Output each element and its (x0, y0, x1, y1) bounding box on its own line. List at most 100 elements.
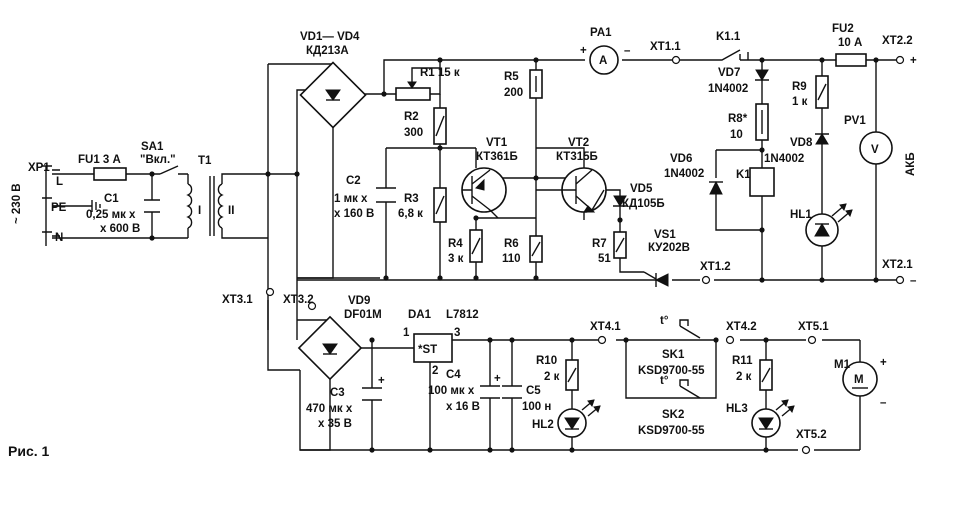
vd7-type: 1N4002 (708, 83, 748, 95)
r9-label: R9 (792, 81, 807, 93)
da1-pin2: 2 (432, 365, 438, 377)
thyristor-vs1-icon (643, 271, 669, 287)
led-hl1-icon (805, 203, 853, 247)
r3-label: R3 (404, 193, 419, 205)
c2-label: C2 (346, 175, 361, 187)
c1-value-1: 0,25 мк х (86, 209, 136, 221)
xt52-label: XT5.2 (796, 429, 827, 441)
c5-value: 100 н (522, 401, 551, 413)
ground-icon (91, 200, 101, 212)
r1-wiper-arrow (407, 81, 417, 89)
c1-label: C1 (104, 193, 119, 205)
switch-sa1-icon (159, 165, 179, 175)
vd7-label: VD7 (718, 67, 740, 79)
t1-secondary-label: II (228, 205, 234, 217)
transistor-vt1-icon (461, 167, 507, 219)
da1-type: L7812 (446, 309, 479, 321)
r4-label: R4 (448, 238, 463, 250)
k11-label: K1.1 (716, 31, 741, 43)
c1-value-2: х 600 В (100, 223, 140, 235)
da1-core: *ST (418, 344, 437, 356)
r9-hatch (817, 83, 827, 101)
transistor-vt2-icon (536, 167, 607, 213)
xt12-label: XT1.2 (700, 261, 731, 273)
diode-bridge-vd9-icon (297, 315, 363, 381)
capacitor-c5-icon (502, 385, 522, 399)
m1-label: M1 (834, 359, 851, 371)
output-minus: – (910, 275, 917, 287)
vt2-label: VT2 (568, 137, 589, 149)
r4-hatch (471, 237, 481, 255)
c3-value-2: х 35 В (318, 418, 352, 430)
vs1-label: VS1 (654, 229, 676, 241)
r11-label: R11 (732, 355, 753, 367)
mains-voltage-label: ~ 230 В (11, 183, 23, 224)
r2-label: R2 (404, 111, 419, 123)
da1-pin1: 1 (403, 327, 410, 339)
vd9-type: DF01M (344, 309, 382, 321)
diode-vd7-icon (755, 69, 769, 84)
xt11-label: XT1.1 (650, 41, 681, 53)
vd8-type: 1N4002 (764, 153, 804, 165)
r7-label: R7 (592, 238, 607, 250)
diode-vd8-icon (815, 128, 829, 145)
diode-vd5-icon (613, 195, 627, 214)
vd9-label: VD9 (348, 295, 370, 307)
r3-value: 6,8 к (398, 208, 423, 220)
c4-label: C4 (446, 369, 461, 381)
transformer-t1-icon (186, 173, 234, 239)
terminals (265, 55, 905, 455)
motor-m1-icon (842, 361, 878, 397)
sk1-type: KSD9700-55 (638, 365, 705, 377)
ammeter-pa1-icon (589, 45, 619, 75)
battery-label: АКБ (905, 152, 917, 176)
r7-hatch (615, 237, 625, 253)
pv1-symbol: V (871, 144, 879, 156)
t1-primary-label: I (198, 205, 201, 217)
sk2-label: SK2 (662, 409, 684, 421)
capacitor-c1-icon (144, 199, 160, 213)
r9-value: 1 к (792, 96, 808, 108)
r5-value: 200 (504, 87, 523, 99)
capacitor-c2-icon (376, 187, 396, 203)
relay-coil-k1-icon (749, 167, 775, 197)
c4-plus: + (494, 373, 501, 385)
r8-value: 10 (730, 129, 743, 141)
c3-plus: + (378, 375, 385, 387)
r7-value: 51 (598, 253, 611, 265)
r10-label: R10 (536, 355, 557, 367)
r6-label: R6 (504, 238, 519, 250)
vt1-type: КТ361Б (476, 151, 518, 163)
xp1-label: XP1 (28, 162, 50, 174)
thermal-switch-sk1-icon (679, 319, 701, 339)
xt31-label: XT3.1 (222, 294, 253, 306)
m1-plus: + (880, 357, 887, 369)
relay-contact-k11-icon (680, 49, 741, 61)
xt21-label: XT2.1 (882, 259, 913, 271)
capacitor-c3-icon (362, 387, 382, 401)
r2-value: 300 (404, 127, 423, 139)
hl1-label: HL1 (790, 209, 812, 221)
r11-hatch (761, 367, 771, 383)
m1-symbol: M (854, 374, 864, 386)
r6-value: 110 (502, 253, 521, 265)
diode-vd6-icon (709, 180, 723, 195)
fuse-fu2-icon (835, 53, 867, 67)
xt32-label: XT3.2 (283, 294, 314, 306)
r2-hatch (435, 115, 445, 137)
t1-label: T1 (198, 155, 212, 167)
c3-value-1: 470 мк х (306, 403, 353, 415)
xp1-plug (42, 165, 60, 246)
da1-pin3: 3 (454, 327, 460, 339)
da1-label: DA1 (408, 309, 432, 321)
vd5-type: КД105Б (622, 198, 665, 210)
led-hl2-icon (557, 399, 601, 438)
c4-value-1: 100 мк х (428, 385, 475, 397)
vs1-type: КУ202В (648, 242, 690, 254)
hl3-label: HL3 (726, 403, 748, 415)
r6-hatch (531, 241, 541, 257)
sa1-label: SA1 (141, 141, 164, 153)
k1-label: K1 (736, 169, 751, 181)
thermal-switch-sk2-icon (679, 379, 701, 399)
